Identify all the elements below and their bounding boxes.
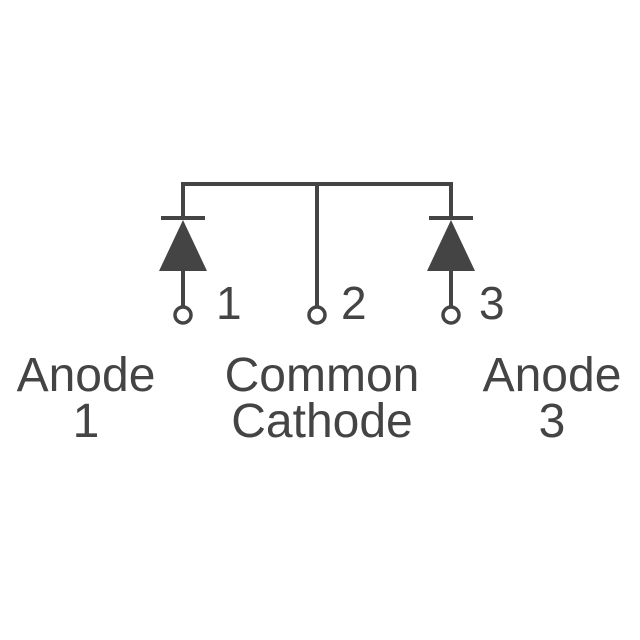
pin-1-name-line1: Anode <box>16 349 156 402</box>
diode-icon <box>159 220 207 271</box>
pin-2-name-line2: Cathode <box>231 395 413 448</box>
pin-2-number: 2 <box>341 277 367 329</box>
terminal-circle-icon <box>441 305 461 325</box>
pin-3-number: 3 <box>479 277 505 329</box>
pin-1-number: 1 <box>216 277 242 329</box>
pin-2-name-line1: Common <box>224 349 420 402</box>
diode-icon <box>427 220 475 271</box>
pin-3-name-line1: Anode <box>482 349 622 402</box>
terminal-circle-icon <box>307 305 327 325</box>
terminal-circle-icon <box>173 305 193 325</box>
pin-1-name-line2: 1 <box>72 395 100 448</box>
pin-3-name-line2: 3 <box>538 395 566 448</box>
